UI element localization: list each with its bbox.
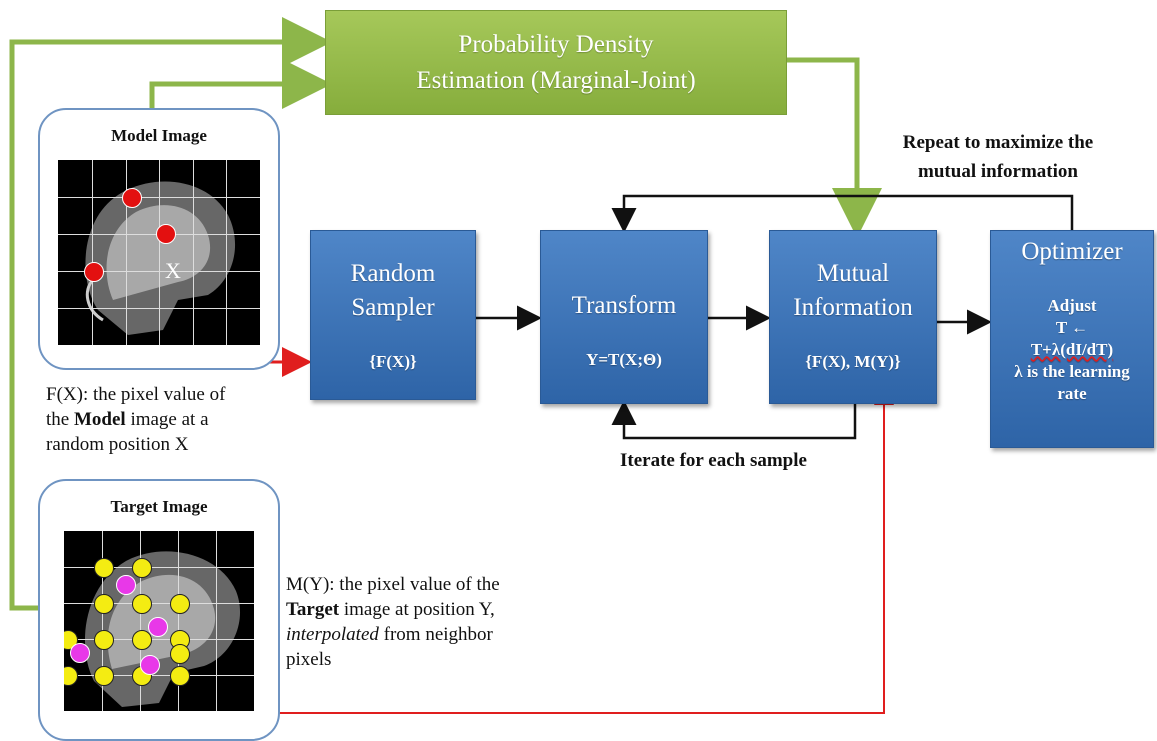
model-sample-point xyxy=(122,188,142,208)
target-to-mi-wire xyxy=(276,385,894,714)
interpolated-point xyxy=(70,643,90,663)
iterate-label: Iterate for each sample xyxy=(620,450,807,471)
pde-to-mi-wire xyxy=(787,57,882,238)
optimizer-line2: T ← xyxy=(1055,318,1089,337)
pde-title-line2: Estimation (Marginal-Joint) xyxy=(416,66,696,94)
neighbor-pixel-point xyxy=(94,666,114,686)
target-image-title: Target Image xyxy=(110,497,208,516)
random-sampler-box: Random Sampler {F(X)} xyxy=(310,230,476,400)
mutual-information-formula: {F(X), M(Y)} xyxy=(805,352,901,371)
mutual-information-box: Mutual Information {F(X), M(Y)} xyxy=(769,230,937,404)
target-caption-text: image at position Y, xyxy=(339,599,495,620)
pde-title-line1: Probability Density xyxy=(458,30,654,58)
target-to-pde-wire xyxy=(9,17,332,611)
transform-box: Transform Y=T(X;Θ) xyxy=(540,230,708,404)
transform-title: Transform xyxy=(571,292,677,319)
probability-density-estimation-box: Probability Density Estimation (Marginal… xyxy=(325,10,787,115)
optimizer-box: Optimizer Adjust T ← T+λ(dI/dT) λ is the… xyxy=(990,230,1154,448)
model-caption-text: the xyxy=(46,409,74,430)
model-sample-point xyxy=(156,224,176,244)
target-caption-bold: Target xyxy=(286,599,340,620)
position-x-marker: X xyxy=(165,258,181,283)
model-brain-scan: X xyxy=(58,160,260,345)
model-image-title: Model Image xyxy=(111,126,207,145)
neighbor-pixel-point xyxy=(94,630,114,650)
model-caption-line3: random position X xyxy=(46,434,189,455)
brain-silhouette-icon xyxy=(85,181,236,335)
model-to-pde-wire xyxy=(149,59,332,109)
transform-formula: Y=T(X;Θ) xyxy=(586,350,662,369)
interpolated-point xyxy=(140,655,160,675)
neighbor-pixel-point xyxy=(170,666,190,686)
mutual-information-line1: Mutual xyxy=(816,260,890,287)
repeat-label-line1: Repeat to maximize the xyxy=(902,132,1094,153)
neighbor-pixel-point xyxy=(132,558,152,578)
model-sample-point xyxy=(84,262,104,282)
optimizer-loop-wire xyxy=(611,194,1074,233)
repeat-label-line2: mutual information xyxy=(918,161,1078,182)
target-image-caption: M(Y): the pixel value of the Target imag… xyxy=(286,572,586,672)
optimizer-title: Optimizer xyxy=(1021,238,1123,265)
target-brain-scan xyxy=(64,531,254,711)
optimizer-line5: rate xyxy=(1057,384,1087,403)
neighbor-pixel-point xyxy=(170,594,190,614)
interpolated-point xyxy=(116,575,136,595)
optimizer-update-rule: T+λ(dI/dT) xyxy=(1030,340,1114,359)
optimizer-line1: Adjust xyxy=(1047,296,1097,315)
model-image-caption: F(X): the pixel value of the Model image… xyxy=(46,382,296,457)
target-caption-text: from neighbor xyxy=(378,624,493,645)
neighbor-pixel-point xyxy=(64,666,78,686)
neighbor-pixel-point xyxy=(132,630,152,650)
target-caption-italic: interpolated xyxy=(286,624,379,645)
iterate-loop-wire xyxy=(611,400,857,440)
optimizer-line4: λ is the learning xyxy=(1014,362,1130,381)
repeat-label: Repeat to maximize the mutual informatio… xyxy=(868,128,1128,186)
neighbor-pixel-point xyxy=(170,644,190,664)
random-sampler-line2: Sampler xyxy=(351,294,435,321)
model-caption-line1: F(X): the pixel value of xyxy=(46,384,226,405)
random-sampler-formula: {F(X)} xyxy=(369,352,417,371)
interpolated-point xyxy=(148,617,168,637)
model-caption-bold: Model xyxy=(73,409,126,430)
target-caption-line4: pixels xyxy=(286,649,332,670)
target-image-frame: Target Image xyxy=(38,479,280,741)
mutual-information-line2: Information xyxy=(793,294,913,321)
random-sampler-line1: Random xyxy=(350,260,436,287)
model-caption-text: image at a xyxy=(125,409,209,430)
neighbor-pixel-point xyxy=(94,558,114,578)
model-image-frame: Model Image X xyxy=(38,108,280,370)
neighbor-pixel-point xyxy=(132,594,152,614)
neighbor-pixel-point xyxy=(94,594,114,614)
target-caption-line1: M(Y): the pixel value of the xyxy=(286,574,500,595)
